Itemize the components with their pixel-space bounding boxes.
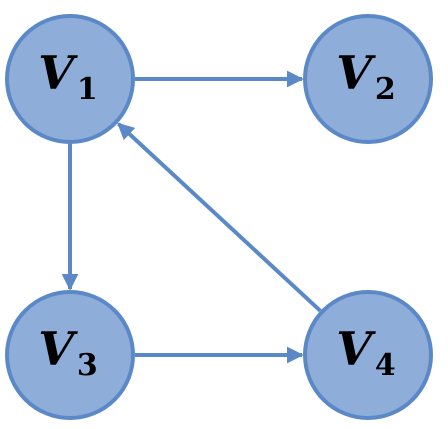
edges bbox=[61, 70, 322, 364]
node-v4-letter: V bbox=[336, 322, 376, 376]
node-v1-letter: V bbox=[38, 46, 78, 100]
node-v2-subscript: 2 bbox=[375, 72, 396, 107]
node-v3-circle bbox=[5, 290, 135, 420]
node-v4-subscript: 4 bbox=[375, 348, 396, 383]
node-v2-letter: V bbox=[336, 46, 376, 100]
node-v1-circle bbox=[5, 14, 135, 144]
node-v3-subscript: 3 bbox=[77, 348, 98, 383]
node-v3-letter: V bbox=[38, 322, 78, 376]
node-v1-subscript: 1 bbox=[77, 72, 98, 107]
edge-v4-to-v1-arrow bbox=[117, 122, 322, 313]
node-v4-circle bbox=[303, 290, 433, 420]
node-v2-circle bbox=[303, 14, 433, 144]
